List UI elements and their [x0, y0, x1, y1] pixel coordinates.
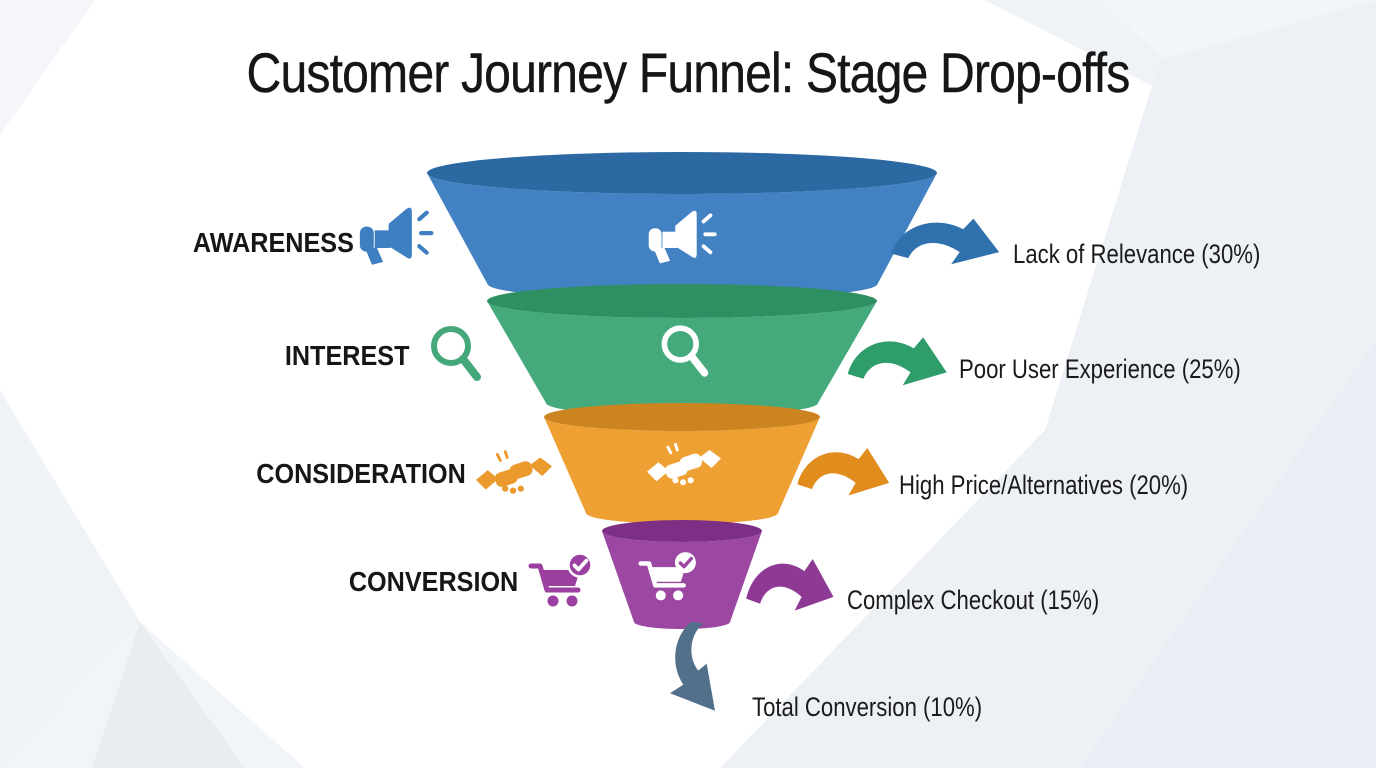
- dropoff-label-consideration: High Price/Alternatives (20%): [899, 470, 1189, 500]
- stage-label-conversion: CONVERSION: [348, 566, 518, 597]
- stage-label-consideration: CONSIDERATION: [256, 458, 466, 489]
- megaphone-icon: [358, 204, 436, 266]
- cart-check-icon: [638, 549, 700, 609]
- dropoff-label-awareness: Lack of Relevance (30%): [1013, 239, 1261, 269]
- dropoff-label-conversion: Complex Checkout (15%): [847, 585, 1100, 615]
- handshake-icon: [476, 450, 552, 496]
- magnifier-icon: [425, 322, 485, 386]
- dropoff-arrow-consideration: [793, 437, 895, 516]
- funnel-rim-consideration: [544, 403, 820, 431]
- handshake-icon: [647, 442, 721, 487]
- total-conversion-label: Total Conversion (10%): [752, 692, 983, 722]
- funnel-rim-interest: [487, 284, 877, 318]
- dropoff-label-interest: Poor User Experience (25%): [959, 354, 1241, 384]
- funnel-segment-conversion: [602, 531, 762, 629]
- funnel-rim-awareness: [427, 152, 937, 194]
- stage-label-awareness: AWARENESS: [192, 227, 354, 258]
- dropoff-arrow-interest: [843, 326, 953, 406]
- magnifier-icon: [656, 321, 712, 382]
- dropoff-arrow-awareness: [886, 208, 1006, 284]
- total-conversion-arrow: [650, 620, 750, 716]
- dropoff-arrow-conversion: [742, 547, 839, 633]
- page-title: Customer Journey Funnel: Stage Drop-offs: [246, 41, 1130, 104]
- cart-check-icon: [528, 550, 596, 616]
- funnel-rim-conversion: [602, 520, 762, 542]
- megaphone-icon: [647, 208, 717, 265]
- stage-label-interest: INTEREST: [284, 340, 409, 371]
